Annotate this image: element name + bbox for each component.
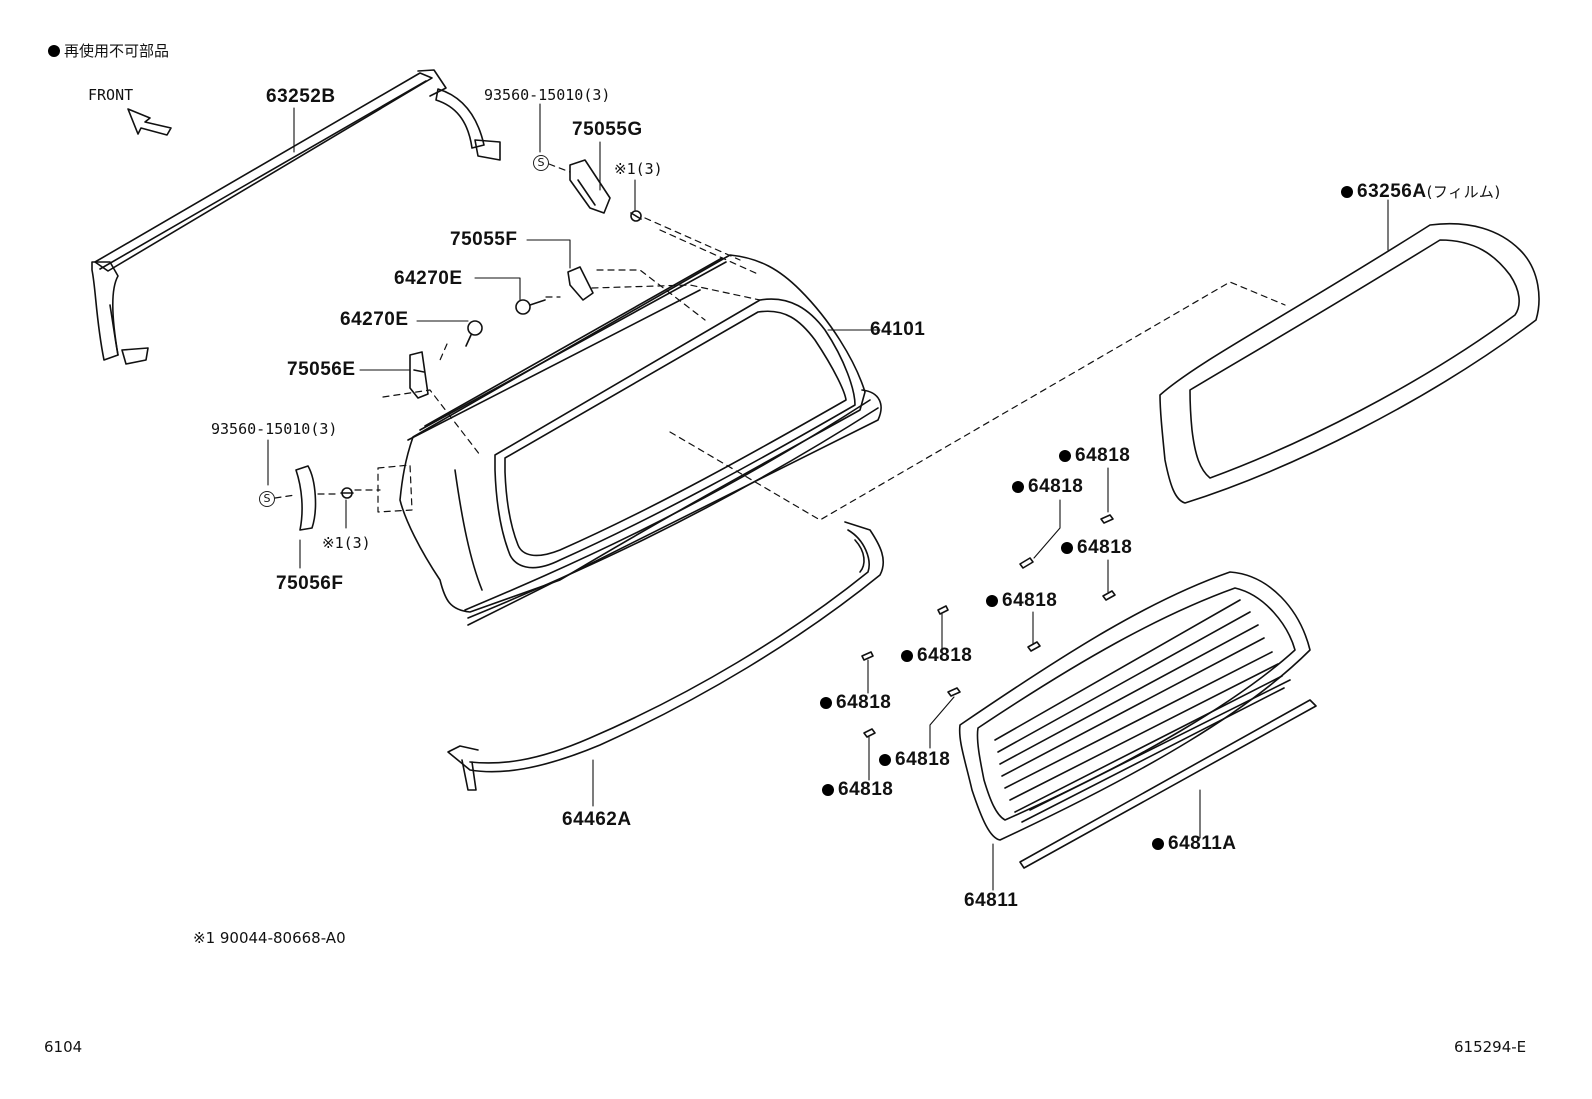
bracket-75056E: [409, 351, 429, 399]
non-reusable-dot-icon: [1059, 450, 1071, 462]
note-left: ※1(3): [322, 534, 371, 552]
film-panel-63256A: [1159, 222, 1540, 504]
label-64818: 64818: [879, 749, 950, 771]
label-75055F: 75055F: [450, 229, 518, 250]
label-75056F: 75056F: [276, 573, 344, 594]
label-64818: 64818: [822, 779, 893, 801]
legend: 再使用不可部品: [48, 42, 169, 60]
non-reusable-dot-icon: [986, 595, 998, 607]
rear-glass-64811: [958, 571, 1311, 841]
non-reusable-dot-icon: [822, 784, 834, 796]
fastener-64270E: [465, 299, 546, 347]
label-75055G: 75055G: [572, 119, 643, 140]
pads-64818: [861, 514, 1116, 738]
service-mark-top: S: [533, 155, 549, 171]
legend-text: 再使用不可部品: [64, 42, 170, 60]
seal-64462A: [447, 521, 885, 791]
front-label: FRONT: [88, 86, 134, 104]
non-reusable-dot-icon: [879, 754, 891, 766]
non-reusable-dot-icon: [1341, 186, 1353, 198]
label-64818: 64818: [1061, 537, 1132, 559]
label-64811: 64811: [964, 890, 1019, 911]
label-63252B: 63252B: [266, 86, 336, 107]
page-code-left: 6104: [44, 1038, 83, 1056]
label-64818: 64818: [1059, 445, 1130, 467]
front-arrow-icon: [127, 108, 172, 136]
label-64818: 64818: [820, 692, 891, 714]
page-code-right: 615294-E: [1454, 1038, 1527, 1056]
clip-75055F: [567, 266, 594, 301]
note-top: ※1(3): [614, 160, 663, 178]
label-64811A: 64811A: [1152, 833, 1237, 855]
non-reusable-dot-icon: [901, 650, 913, 662]
leader-lines: [267, 103, 1389, 891]
label-93560-top: 93560-15010(3): [484, 86, 611, 104]
non-reusable-dot-icon: [48, 45, 60, 57]
roof-rail-63252B: [91, 69, 501, 365]
label-63256A-note: (フィルム): [1426, 183, 1501, 201]
label-64818: 64818: [1012, 476, 1083, 498]
label-64270E-b: 64270E: [340, 309, 409, 330]
service-mark-left: S: [259, 491, 275, 507]
soft-top-64101: [399, 254, 882, 626]
label-64818: 64818: [986, 590, 1057, 612]
strip-64811A: [1019, 699, 1317, 869]
label-93560-left: 93560-15010(3): [211, 420, 338, 438]
non-reusable-dot-icon: [820, 697, 832, 709]
non-reusable-dot-icon: [1152, 838, 1164, 850]
label-64462A: 64462A: [562, 809, 632, 830]
non-reusable-dot-icon: [1061, 542, 1073, 554]
bracket-75055G: [569, 159, 642, 222]
label-63256A-number: 63256A: [1357, 181, 1427, 202]
label-64270E-a: 64270E: [394, 268, 463, 289]
label-64818: 64818: [901, 645, 972, 667]
assembly-lines: [274, 163, 1286, 521]
label-63256A: 63256A(フィルム): [1341, 181, 1501, 203]
label-64101: 64101: [870, 319, 926, 340]
strip-75056F: [295, 465, 354, 531]
footnote: ※1 90044-80668-A0: [193, 929, 346, 947]
non-reusable-dot-icon: [1012, 481, 1024, 493]
label-75056E: 75056E: [287, 359, 356, 380]
